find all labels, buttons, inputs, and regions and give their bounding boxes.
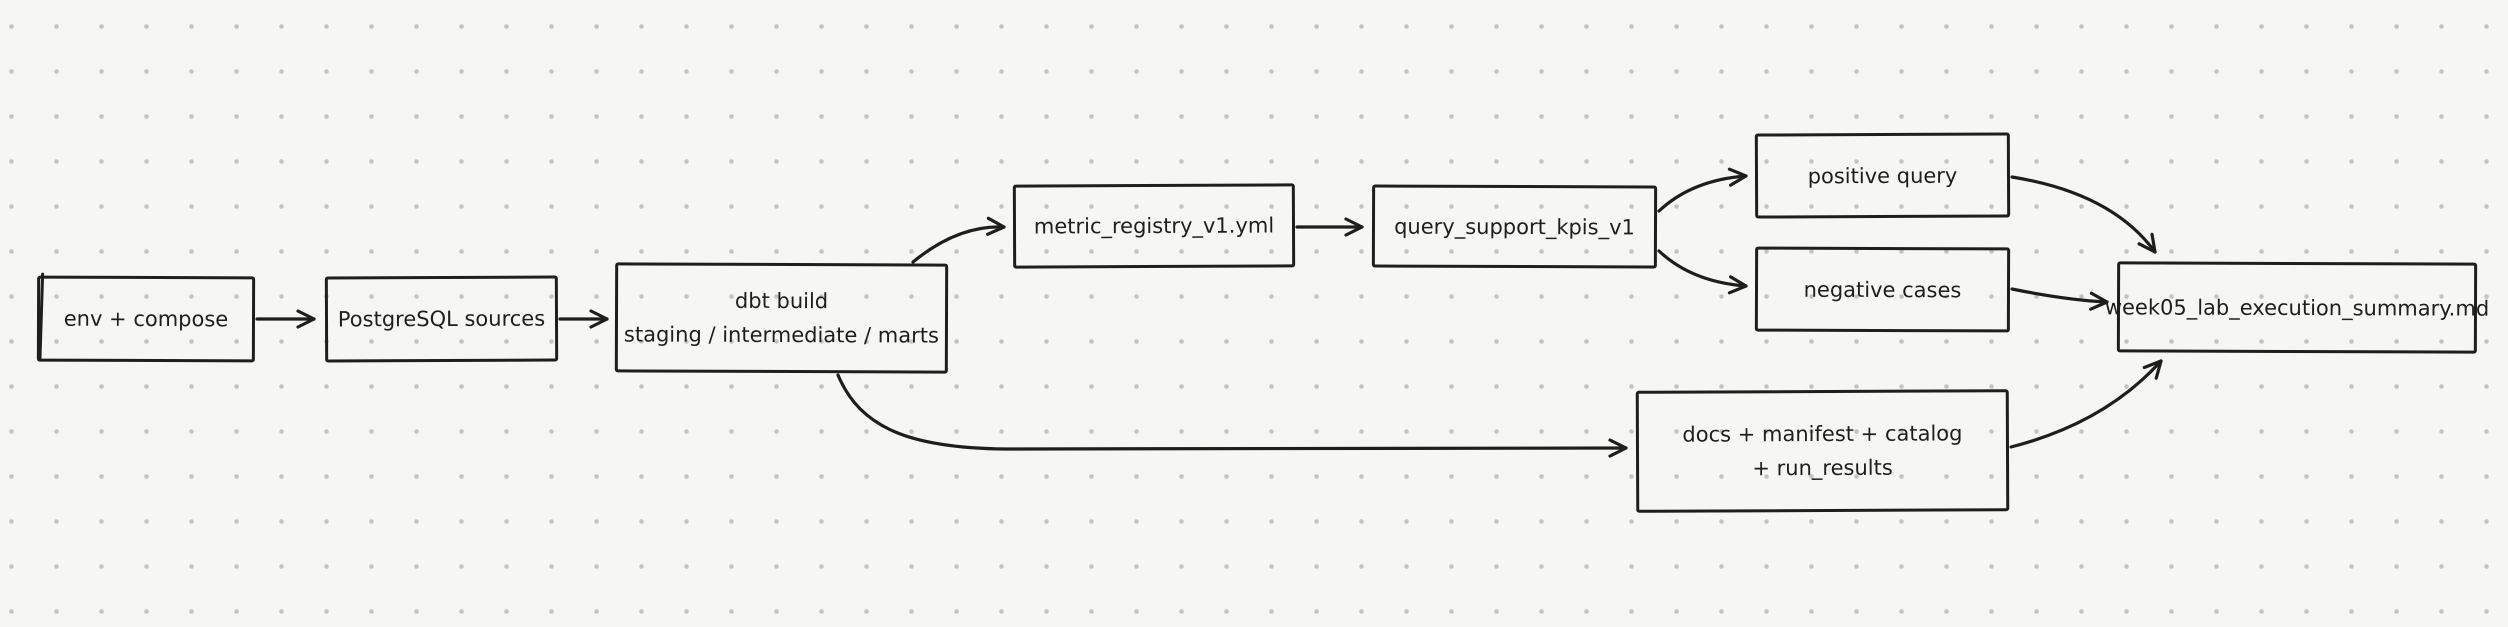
edge-dbt-to-docs[interactable] <box>836 373 1628 458</box>
node-negative-cases[interactable]: negative cases <box>1754 246 2011 333</box>
edge-dbt-to-metric[interactable] <box>911 216 1006 264</box>
node-positive-query[interactable]: positive query <box>1754 132 2011 219</box>
node-docs-artifacts-label-line1: docs + manifest + catalog <box>1682 421 1963 447</box>
node-env-compose-label: env + compose <box>63 306 229 332</box>
edge-query-to-negative[interactable] <box>1657 249 1748 295</box>
node-week05-summary[interactable]: week05_lab_execution_summary.md <box>2105 261 2489 354</box>
node-query-support-kpis-label: query_support_kpis_v1 <box>1394 214 1635 239</box>
node-week05-summary-label: week05_lab_execution_summary.md <box>2104 294 2490 321</box>
node-metric-registry-label: metric_registry_v1.yml <box>1033 213 1275 239</box>
edge-docs-to-summary[interactable] <box>2009 359 2163 449</box>
node-dbt-build-label-line1: dbt build <box>734 288 829 314</box>
node-dbt-build-label-line2: staging / intermediate / marts <box>623 322 939 348</box>
edge-query-to-positive[interactable] <box>1657 167 1748 213</box>
node-postgresql-sources[interactable]: PostgreSQL sources <box>324 275 559 363</box>
node-docs-artifacts[interactable]: docs + manifest + catalog + run_results <box>1635 389 2010 513</box>
node-metric-registry[interactable]: metric_registry_v1.yml <box>1012 183 1296 269</box>
node-dbt-build[interactable]: dbt build staging / intermediate / marts <box>614 262 949 374</box>
node-negative-cases-label: negative cases <box>1803 277 1962 302</box>
node-docs-artifacts-label-line2: + run_results <box>1752 455 1893 481</box>
node-env-compose[interactable]: env + compose <box>36 275 256 363</box>
edge-negative-to-summary[interactable] <box>2010 287 2109 311</box>
node-positive-query-label: positive query <box>1807 163 1958 188</box>
node-postgresql-sources-label: PostgreSQL sources <box>337 306 546 332</box>
edge-positive-to-summary[interactable] <box>2010 175 2157 254</box>
node-query-support-kpis[interactable]: query_support_kpis_v1 <box>1371 184 1658 269</box>
